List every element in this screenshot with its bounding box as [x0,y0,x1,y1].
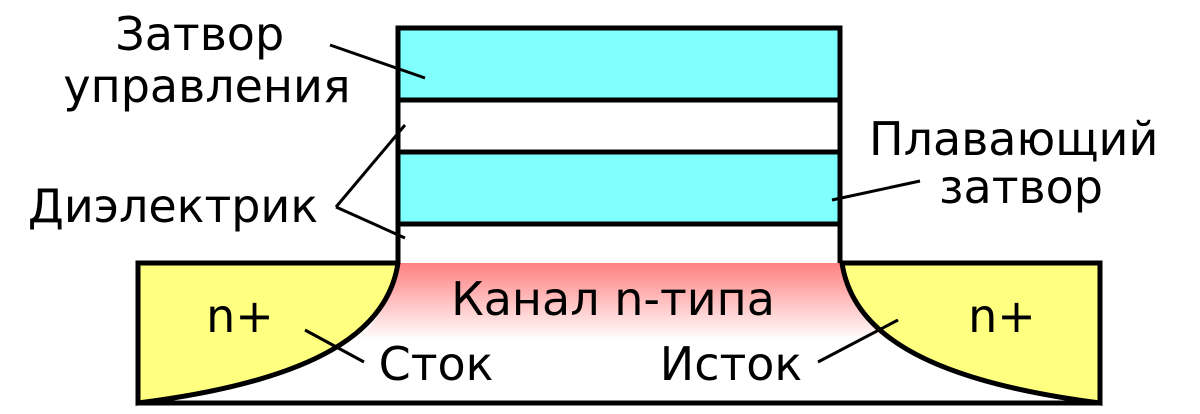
control-gate-label: Затвор управления [63,7,350,113]
drain-n-plus-region [135,260,401,406]
source-n-plus-region [839,260,1103,406]
floating-gate-label: Плавающий затвор [869,112,1173,214]
channel-region [355,263,890,340]
channel-label: Канал n-типа [451,272,775,326]
dielectric-label: Диэлектрик [28,179,318,233]
drain-label: Сток [379,337,494,391]
drain-n-plus-label: n+ [206,289,274,343]
lower-dielectric-layer [398,224,840,263]
source-label: Исток [660,337,802,391]
gate-stack-outline [395,25,843,263]
floating-gate-layer [398,152,840,224]
upper-dielectric-layer [398,100,840,152]
floating-gate-leader [831,179,921,202]
control-gate-layer [398,28,840,100]
drain-leader [304,328,365,364]
source-n-plus-label: n+ [968,289,1036,343]
dielectric-leader [334,124,407,240]
control-gate-leader [329,43,426,80]
source-leader [817,318,899,364]
